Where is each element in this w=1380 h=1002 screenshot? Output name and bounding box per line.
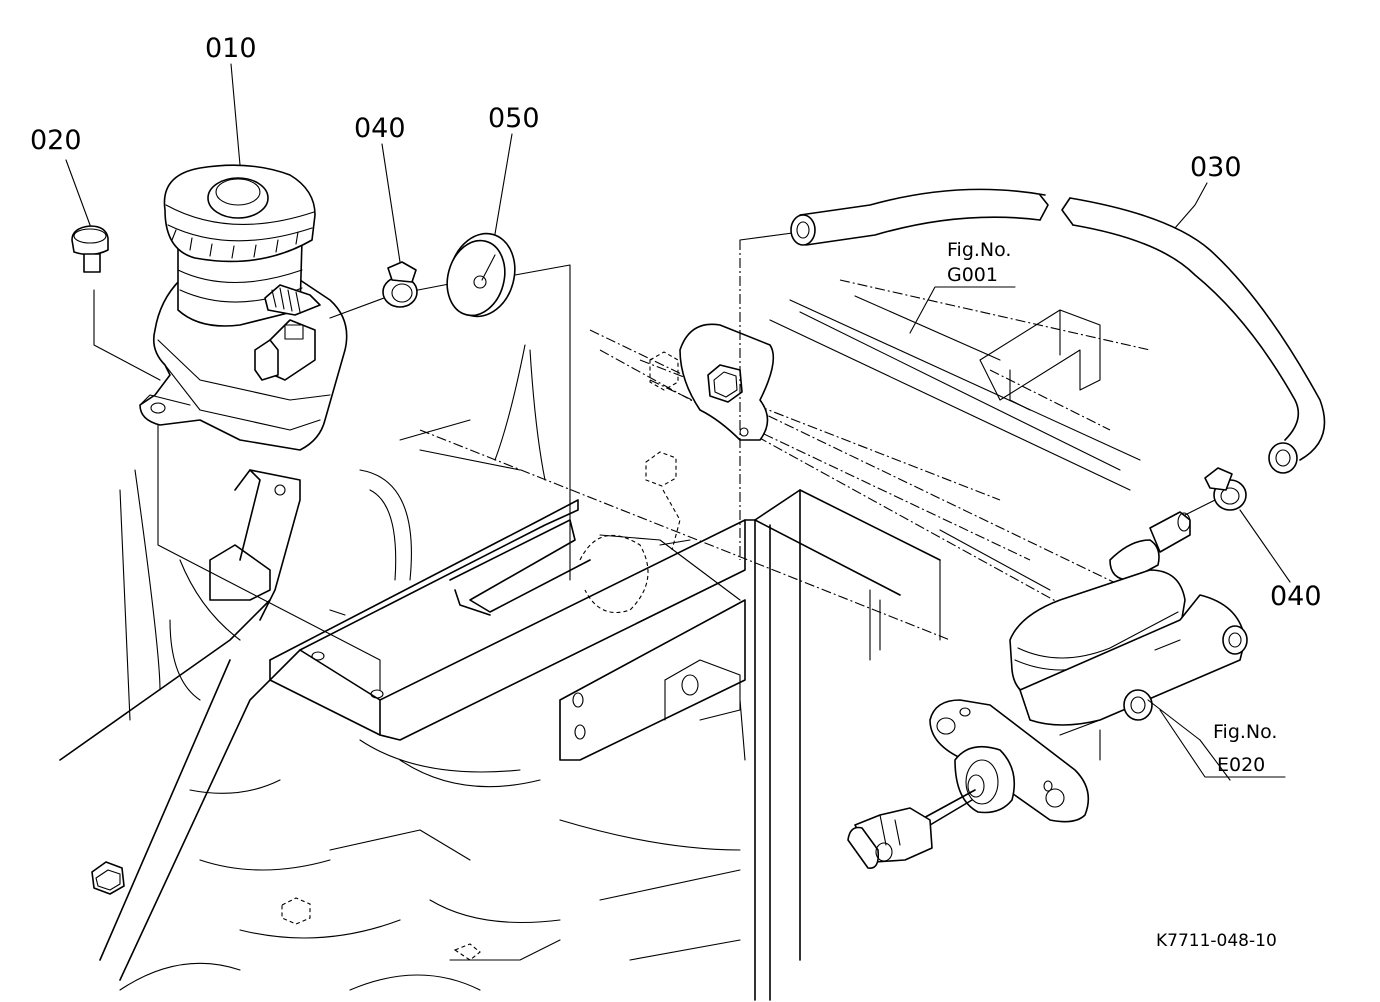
grommet xyxy=(446,232,516,318)
leader-040-right xyxy=(1239,509,1291,583)
leader-010 xyxy=(230,63,241,166)
callout-040-right: 040 xyxy=(1270,581,1322,612)
chassis-frame xyxy=(59,231,1151,1001)
leader-lines xyxy=(65,63,1291,778)
ref-g001-code: G001 xyxy=(947,264,998,286)
flange-bolt xyxy=(71,225,109,273)
leader-g001 xyxy=(909,286,1016,334)
callout-010: 010 xyxy=(205,33,257,64)
callout-050: 050 xyxy=(488,103,540,134)
ref-e020-label: Fig.No. xyxy=(1213,721,1277,743)
master-cylinder xyxy=(847,511,1248,869)
drawing-code: K7711-048-10 xyxy=(1156,931,1277,951)
ref-e020-code: E020 xyxy=(1217,754,1265,776)
leader-020 xyxy=(65,159,91,226)
callout-020: 020 xyxy=(30,125,82,156)
hose xyxy=(790,188,1326,474)
reservoir-tank xyxy=(139,164,348,451)
callout-040-top: 040 xyxy=(354,113,406,144)
hose-clamp-right xyxy=(1184,467,1247,516)
leader-040-top xyxy=(381,143,401,263)
leader-050 xyxy=(494,133,513,235)
labels: 010 020 040 050 030 040 Fig.No. G001 Fig… xyxy=(30,33,1322,951)
leader-030 xyxy=(1174,182,1208,229)
callout-030: 030 xyxy=(1190,152,1242,183)
leader-e020 xyxy=(1159,709,1286,778)
ref-g001-label: Fig.No. xyxy=(947,239,1011,261)
